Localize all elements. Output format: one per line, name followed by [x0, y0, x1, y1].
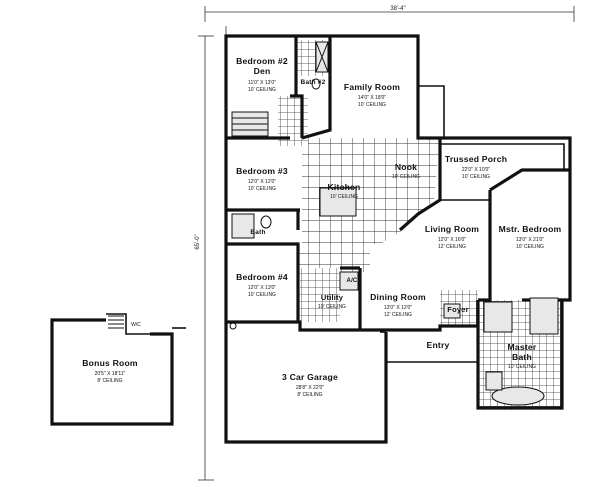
toilet-icon: [260, 215, 272, 229]
main-walls: [224, 34, 572, 410]
master-bath-ceiling: 10' CEILING: [508, 364, 536, 370]
bedroom3-name: Bedroom #3: [236, 166, 288, 176]
garage-walls: [224, 322, 388, 444]
nook-name: Nook: [395, 162, 417, 172]
kitchen-name: Kitchen: [328, 182, 361, 192]
family-ceiling: 10' CEILING: [358, 102, 386, 108]
bedroom4-name: Bedroom #4: [236, 272, 288, 282]
porch-size: 22'0" X 10'0": [462, 167, 490, 173]
master-closet-icon: [529, 297, 559, 335]
master-bed-size: 13'0" X 21'0": [516, 237, 544, 243]
bonus-name: Bonus Room: [82, 358, 138, 368]
bedroom2-name: Bedroom #2: [236, 56, 288, 66]
nook-ceiling: 10' CEILING: [392, 174, 420, 180]
bath2-name: Bath #2: [301, 79, 326, 86]
family-name: Family Room: [344, 82, 400, 92]
porch-outline: [418, 85, 565, 201]
wic-note: W/C: [131, 322, 141, 328]
bedroom3-size: 12'0" X 12'0": [248, 179, 276, 185]
ac-unit: [339, 271, 359, 291]
foyer-closet: [443, 303, 461, 319]
garage-ceiling: 8' CEILING: [297, 392, 322, 398]
bonus-size: 20'5" X 18'11": [95, 371, 126, 377]
tub-icon: [231, 213, 255, 239]
living-name: Living Room: [425, 224, 479, 234]
overall-depth-label: 65'-0": [195, 234, 201, 249]
bath3-name: Bath: [250, 229, 265, 236]
living-ceiling: 12' CEILING: [438, 244, 466, 250]
ac-name: A/C: [347, 278, 358, 284]
vanity-icon: [485, 371, 503, 391]
bedroom4-size: 12'0" X 13'0": [248, 285, 276, 291]
master-bath-name2: Bath: [512, 352, 532, 362]
garage-size: 28'8" X 22'0": [296, 385, 324, 391]
bedroom2-ceiling: 10' CEILING: [248, 87, 276, 93]
dining-ceiling: 12' CEILING: [384, 312, 412, 318]
dining-size: 13'0" X 12'0": [384, 305, 412, 311]
porch-name: Trussed Porch: [445, 154, 507, 164]
porch-ceiling: 10' CEILING: [462, 174, 490, 180]
garden-tub-icon: [491, 386, 545, 406]
room-labels: Bedroom #2 Den 11'0" X 13'0" 10' CEILING…: [82, 56, 561, 398]
master-shower-icon: [483, 301, 513, 333]
fixtures: [229, 41, 559, 406]
kitchen-island: [319, 187, 357, 217]
bonus-room-walls: [50, 313, 186, 426]
bedroom2-name2: Den: [254, 66, 271, 76]
dimension-lines: 38'-4" 65'-0": [195, 6, 575, 481]
kitchen-ceiling: 10' CEILING: [330, 194, 358, 200]
entry-name: Entry: [427, 340, 450, 350]
master-bath-name: Master: [508, 342, 537, 352]
foyer-name: Foyer: [447, 305, 468, 314]
living-size: 12'0" X 16'0": [438, 237, 466, 243]
bonus-ceiling: 8' CEILING: [97, 378, 122, 384]
utility-name: Utility: [321, 293, 344, 302]
dining-name: Dining Room: [370, 292, 426, 302]
bedroom3-ceiling: 10' CEILING: [248, 186, 276, 192]
utility-ceiling: 10' CEILING: [318, 304, 346, 310]
bedroom2-size: 11'0" X 13'0": [248, 80, 276, 86]
master-bed-name: Mstr. Bedroom: [499, 224, 562, 234]
master-bed-ceiling: 10' CEILING: [516, 244, 544, 250]
entry-stoop: [385, 330, 479, 363]
garage-name: 3 Car Garage: [282, 372, 338, 382]
overall-width-label: 38'-4": [390, 6, 405, 12]
bedroom4-ceiling: 10' CEILING: [248, 292, 276, 298]
family-size: 14'0" X 18'0": [358, 95, 386, 101]
